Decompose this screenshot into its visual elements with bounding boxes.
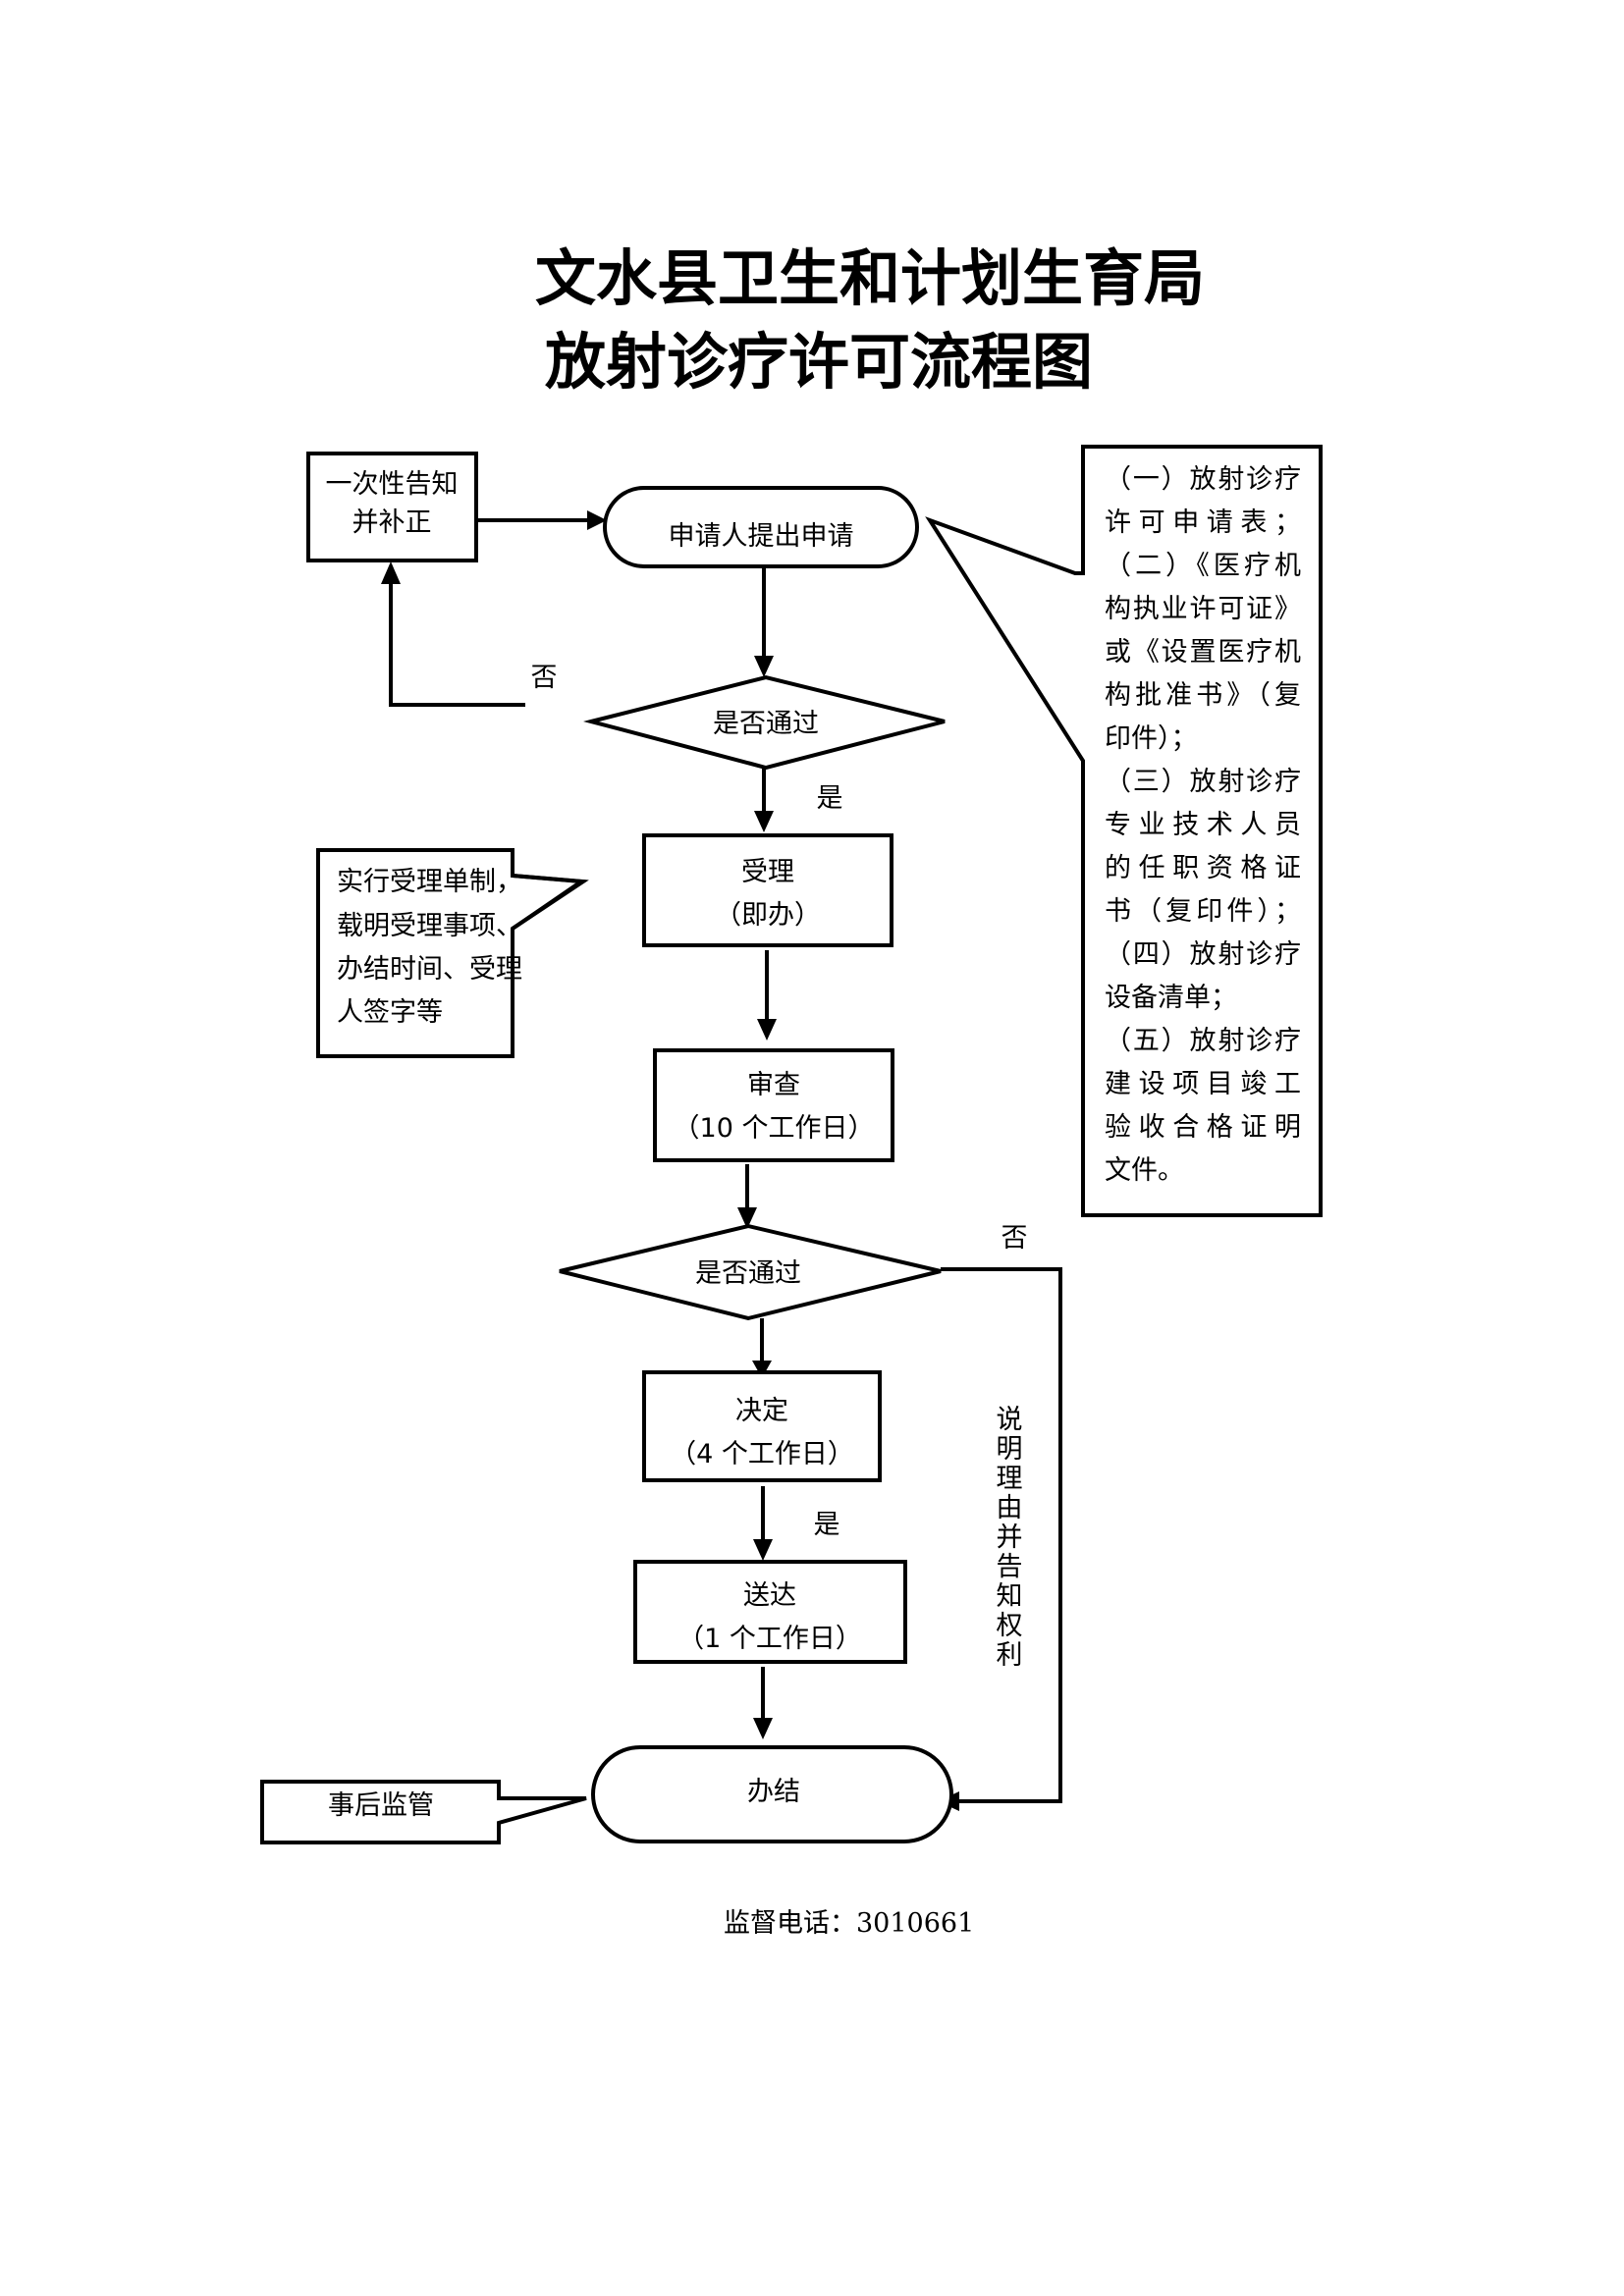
arrow-decision2-no-to-finish [941,1267,1062,1803]
arrowhead-accept-to-review [757,1019,777,1041]
accept-line-2: （即办） [715,900,821,931]
decide-line-2: （4 个工作日） [670,1439,854,1469]
materials-line: 构批准书》（复 [1105,680,1301,711]
edge-label-no-2: 否 [1001,1223,1028,1254]
materials-line: 或《设置医疗机 [1105,637,1301,667]
explain-reason-char: 明 [997,1434,1023,1465]
materials-line: （四）放射诊疗 [1105,939,1301,970]
accept-box: 受理 （即办） [642,833,893,947]
review-line-1: 审查 [747,1070,800,1100]
materials-line: 文件。 [1105,1155,1184,1186]
materials-line: 设备清单； [1105,983,1237,1013]
edge-label-yes-1: 是 [817,783,843,814]
explain-reason-char: 理 [997,1464,1023,1494]
title-line-1: 文水县卫生和计划生育局 [535,242,1205,314]
finish-terminal: 办结 [591,1745,953,1843]
edge-label-yes-2: 是 [814,1510,840,1540]
materials-line: （二）《医疗机 [1105,551,1301,581]
decision2-diamond: 是否通过 [559,1223,942,1321]
acceptance-note-line-3: 办结时间、受理 [337,954,522,985]
explain-reason-char: 说 [997,1405,1023,1435]
review-line-2: （10 个工作日） [674,1113,875,1144]
arrowhead-notify-to-apply [587,510,607,530]
explain-reason-char: 利 [997,1640,1023,1671]
arrowhead-review-to-decision2 [737,1207,757,1229]
decide-line-1: 决定 [735,1396,788,1426]
deliver-line-2: （1 个工作日） [677,1624,862,1654]
decision1-label: 是否通过 [713,709,819,739]
hotline-text: 监督电话：3010661 [724,1908,974,1939]
supervision-callout: 事后监管 [260,1780,587,1844]
explain-reason-char: 告 [997,1552,1023,1582]
arrowhead-deliver-to-finish [753,1718,773,1739]
explain-reason-char: 并 [997,1522,1023,1553]
arrowhead-decision1-yes [754,811,774,832]
decision1-diamond: 是否通过 [583,674,946,771]
accept-line-1: 受理 [741,857,794,887]
materials-line: 印件）； [1105,723,1198,754]
decide-box: 决定 （4 个工作日） [642,1370,882,1482]
deliver-box: 送达 （1 个工作日） [633,1560,907,1664]
supervision-label: 事后监管 [328,1790,434,1821]
materials-line: （三）放射诊疗 [1105,767,1301,797]
acceptance-note-line-4: 人签字等 [337,997,443,1028]
materials-line: （五）放射诊疗 [1105,1026,1301,1056]
review-box: 审查 （10 个工作日） [653,1048,894,1162]
notify-line-2: 并补正 [352,507,432,538]
decision2-label: 是否通过 [695,1258,801,1289]
explain-reason-char: 权 [997,1611,1023,1641]
materials-line: 构执业许可证》 [1105,594,1301,624]
arrowhead-decision2-to-decide [752,1361,772,1378]
edge-label-no-1: 否 [531,663,558,693]
arrowhead-decision1-no [381,561,401,584]
apply-label: 申请人提出申请 [669,521,854,552]
apply-terminal: 申请人提出申请 [603,486,919,568]
notify-correct-box: 一次性告知 并补正 [306,452,478,562]
acceptance-note-callout: 实行受理单制， 载明受理事项、 办结时间、受理 人签字等 [316,848,589,1058]
arrow-decision1-no-to-notify [389,581,525,707]
acceptance-note-line-1: 实行受理单制， [337,867,522,897]
arrowhead-apply-to-decision1 [754,656,774,677]
finish-label: 办结 [747,1777,800,1807]
acceptance-note-line-2: 载明受理事项、 [337,911,522,941]
notify-line-1: 一次性告知 [326,469,459,500]
materials-line: 书（复印件）； [1105,896,1301,927]
deliver-line-1: 送达 [743,1580,796,1611]
explain-reason-char: 知 [997,1581,1023,1612]
explain-reason-char: 由 [997,1493,1023,1523]
materials-line: （一）放射诊疗 [1105,464,1301,495]
arrowhead-decide-to-deliver [753,1539,773,1561]
materials-callout: （一）放射诊疗许可申请表；（二）《医疗机构执业许可证》或《设置医疗机构批准书》（… [925,445,1323,1217]
title-line-2: 放射诊疗许可流程图 [545,326,1093,398]
